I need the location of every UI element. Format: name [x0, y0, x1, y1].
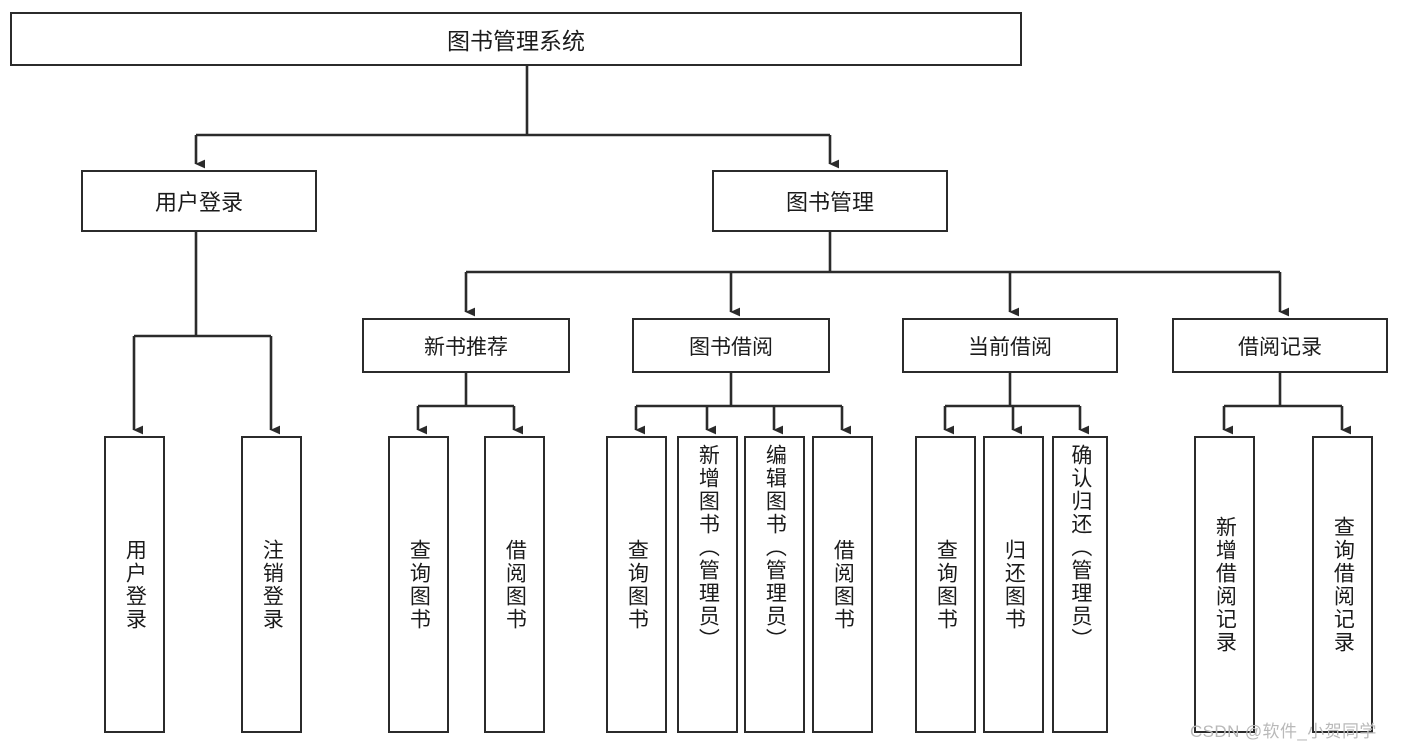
node-current-borrow[interactable]: 当前借阅 — [902, 318, 1118, 373]
node-leaf-add-record-label: 新增借阅记录 — [1213, 515, 1237, 654]
node-book-borrow[interactable]: 图书借阅 — [632, 318, 830, 373]
node-leaf-add-record[interactable]: 新增借阅记录 — [1194, 436, 1255, 733]
node-leaf-borrow-book-2[interactable]: 借阅图书 — [812, 436, 873, 733]
node-leaf-confirm-return[interactable]: 确认归还（管理员） — [1052, 436, 1108, 733]
node-leaf-confirm-return-label: 确认归还（管理员） — [1068, 444, 1092, 651]
node-leaf-query-record-label: 查询借阅记录 — [1331, 515, 1355, 654]
node-book-borrow-label: 图书借阅 — [689, 335, 773, 359]
csdn-watermark: CSDN @软件_小贺同学 — [1190, 722, 1377, 741]
node-leaf-borrow-book-1[interactable]: 借阅图书 — [484, 436, 545, 733]
node-root-label: 图书管理系统 — [447, 28, 585, 54]
node-leaf-edit-book[interactable]: 编辑图书（管理员） — [744, 436, 805, 733]
node-leaf-query-record[interactable]: 查询借阅记录 — [1312, 436, 1373, 733]
node-leaf-borrow-book-1-label: 借阅图书 — [503, 538, 527, 631]
node-leaf-return-book[interactable]: 归还图书 — [983, 436, 1044, 733]
node-user-login-label: 用户登录 — [154, 190, 243, 215]
node-new-book-recommend[interactable]: 新书推荐 — [362, 318, 570, 373]
node-book-manage[interactable]: 图书管理 — [712, 170, 948, 232]
node-leaf-query-book-2-label: 查询图书 — [625, 538, 649, 631]
node-leaf-query-book-3[interactable]: 查询图书 — [915, 436, 976, 733]
node-leaf-query-book-1[interactable]: 查询图书 — [388, 436, 449, 733]
node-leaf-user-logout[interactable]: 注销登录 — [241, 436, 302, 733]
node-leaf-query-book-3-label: 查询图书 — [934, 538, 958, 631]
node-current-borrow-label: 当前借阅 — [968, 335, 1052, 359]
node-borrow-record-label: 借阅记录 — [1238, 335, 1322, 359]
node-new-book-recommend-label: 新书推荐 — [424, 335, 508, 359]
node-leaf-query-book-1-label: 查询图书 — [407, 538, 431, 631]
node-leaf-user-logout-label: 注销登录 — [260, 538, 284, 631]
node-leaf-query-book-2[interactable]: 查询图书 — [606, 436, 667, 733]
node-root[interactable]: 图书管理系统 — [10, 12, 1022, 66]
node-leaf-edit-book-label: 编辑图书（管理员） — [763, 444, 787, 651]
node-leaf-user-login[interactable]: 用户登录 — [104, 436, 165, 733]
node-leaf-add-book-label: 新增图书（管理员） — [696, 444, 720, 651]
node-book-manage-label: 图书管理 — [785, 190, 874, 215]
node-leaf-add-book[interactable]: 新增图书（管理员） — [677, 436, 738, 733]
node-leaf-return-book-label: 归还图书 — [1002, 538, 1026, 631]
node-leaf-borrow-book-2-label: 借阅图书 — [831, 538, 855, 631]
node-user-login[interactable]: 用户登录 — [81, 170, 317, 232]
node-borrow-record[interactable]: 借阅记录 — [1172, 318, 1388, 373]
node-leaf-user-login-label: 用户登录 — [123, 538, 147, 631]
